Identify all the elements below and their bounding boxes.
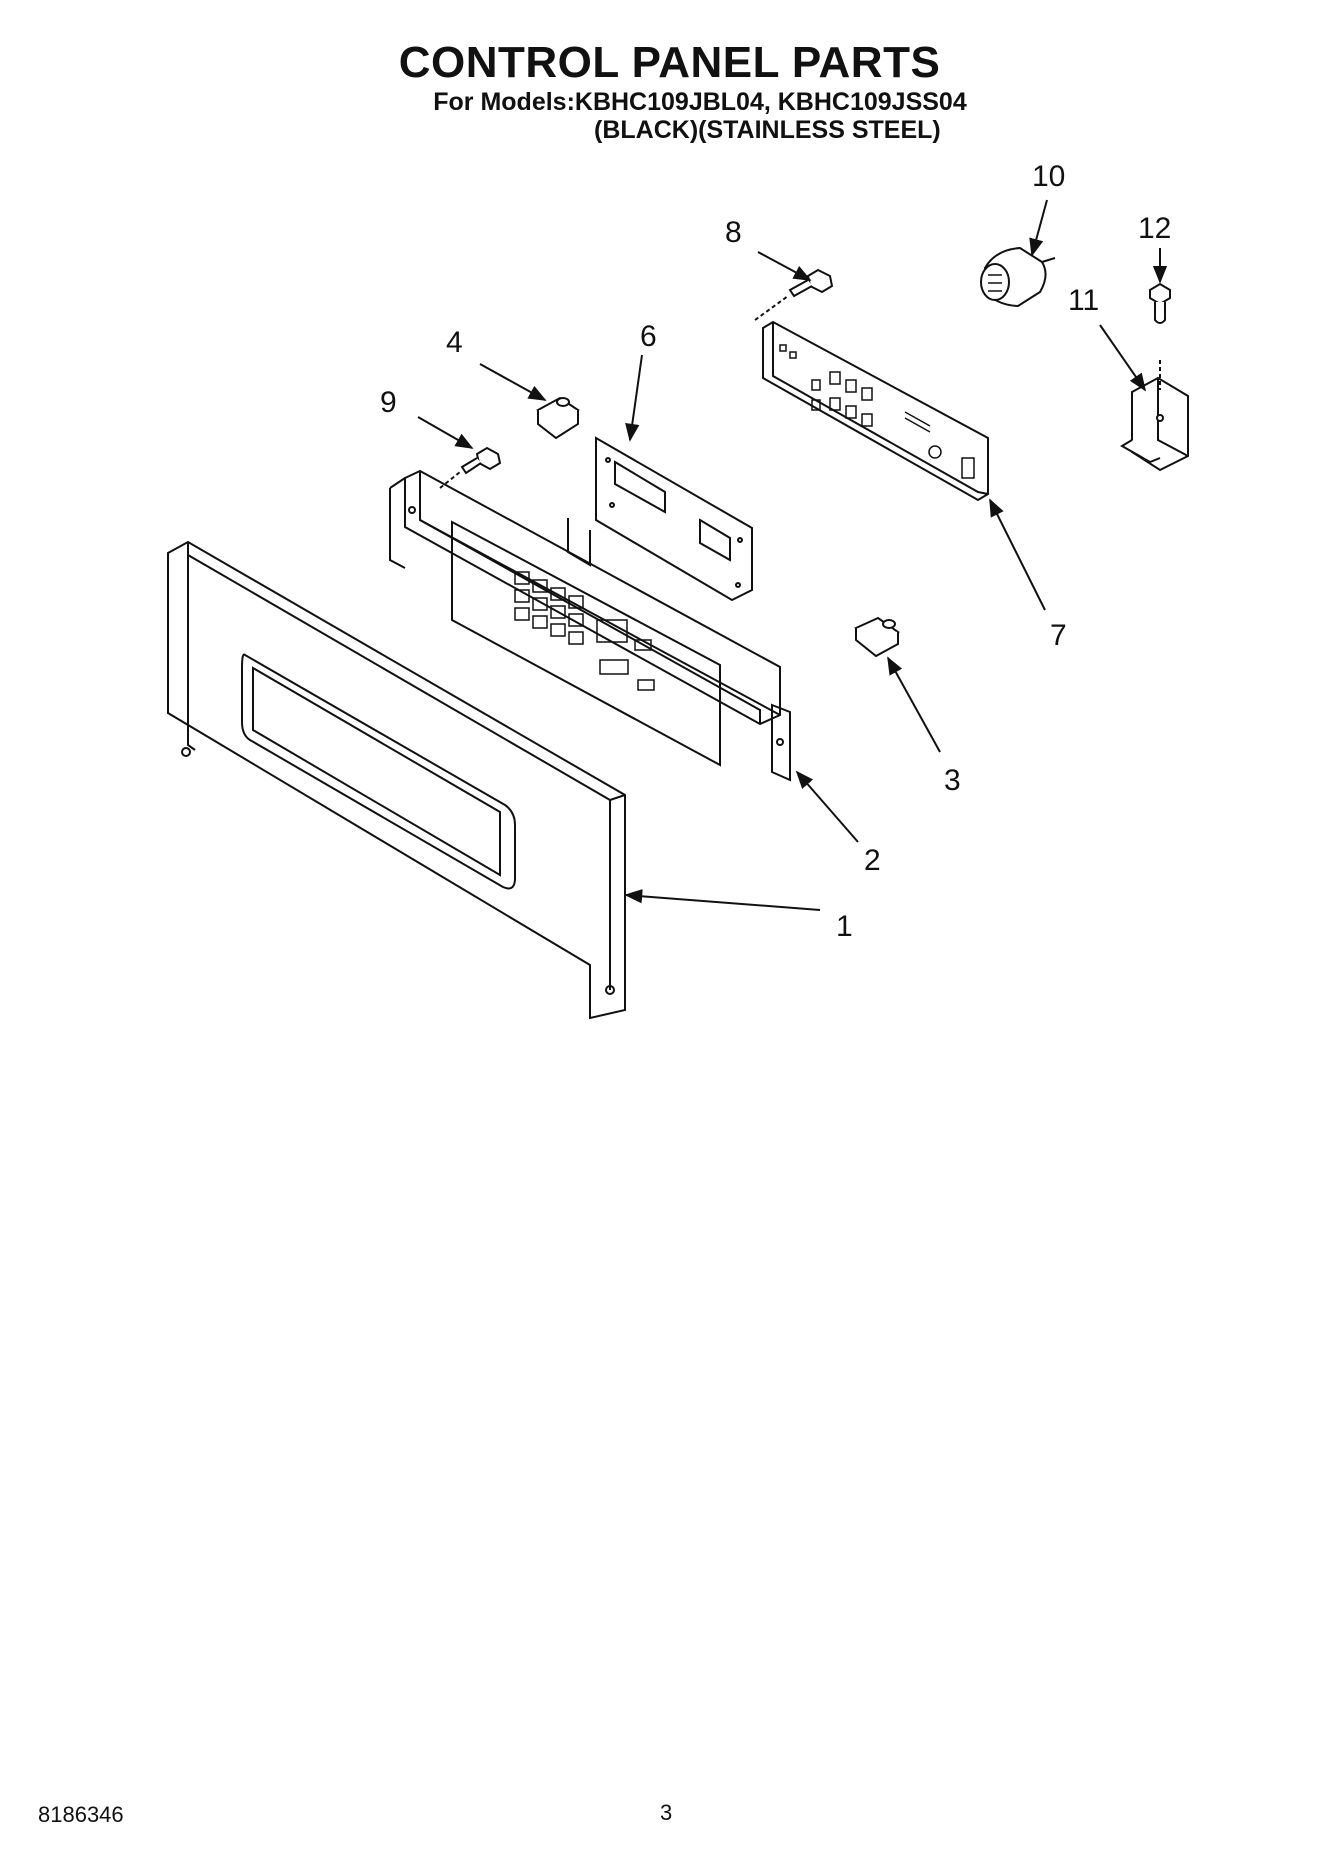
part-1-panel-trim [167,540,626,1020]
callout-1: 1 [836,910,853,943]
part-3-spacer [854,616,900,658]
callout-8: 8 [725,216,742,249]
callout-9: 9 [380,386,397,419]
part-9-screw [439,446,502,489]
part-8-screw [754,268,834,321]
part-12-screw [1149,282,1171,390]
page-number: 3 [660,1800,673,1825]
colors-line: (BLACK)(STAINLESS STEEL) [594,116,941,144]
part-4-spacer [536,396,580,440]
part-2-control-panel [389,469,791,782]
callout-7: 7 [1050,619,1067,652]
callout-3: 3 [944,764,961,797]
models-line: For Models:KBHC109JBL04, KBHC109JSS04 [433,88,967,116]
part-11-bracket [1120,376,1189,472]
part-6-insulator-plate [595,436,753,602]
part-10-filter [980,246,1056,308]
callout-6: 6 [640,320,657,353]
page-title: CONTROL PANEL PARTS [398,38,941,87]
document-number: 8186346 [38,1802,124,1827]
callout-12: 12 [1138,212,1171,245]
callout-11: 11 [1068,284,1099,317]
part-7-control-board [762,320,989,502]
callout-10: 10 [1032,160,1065,193]
callout-2: 2 [864,844,881,877]
leader-arrows [417,199,1168,911]
callout-4: 4 [446,326,463,359]
